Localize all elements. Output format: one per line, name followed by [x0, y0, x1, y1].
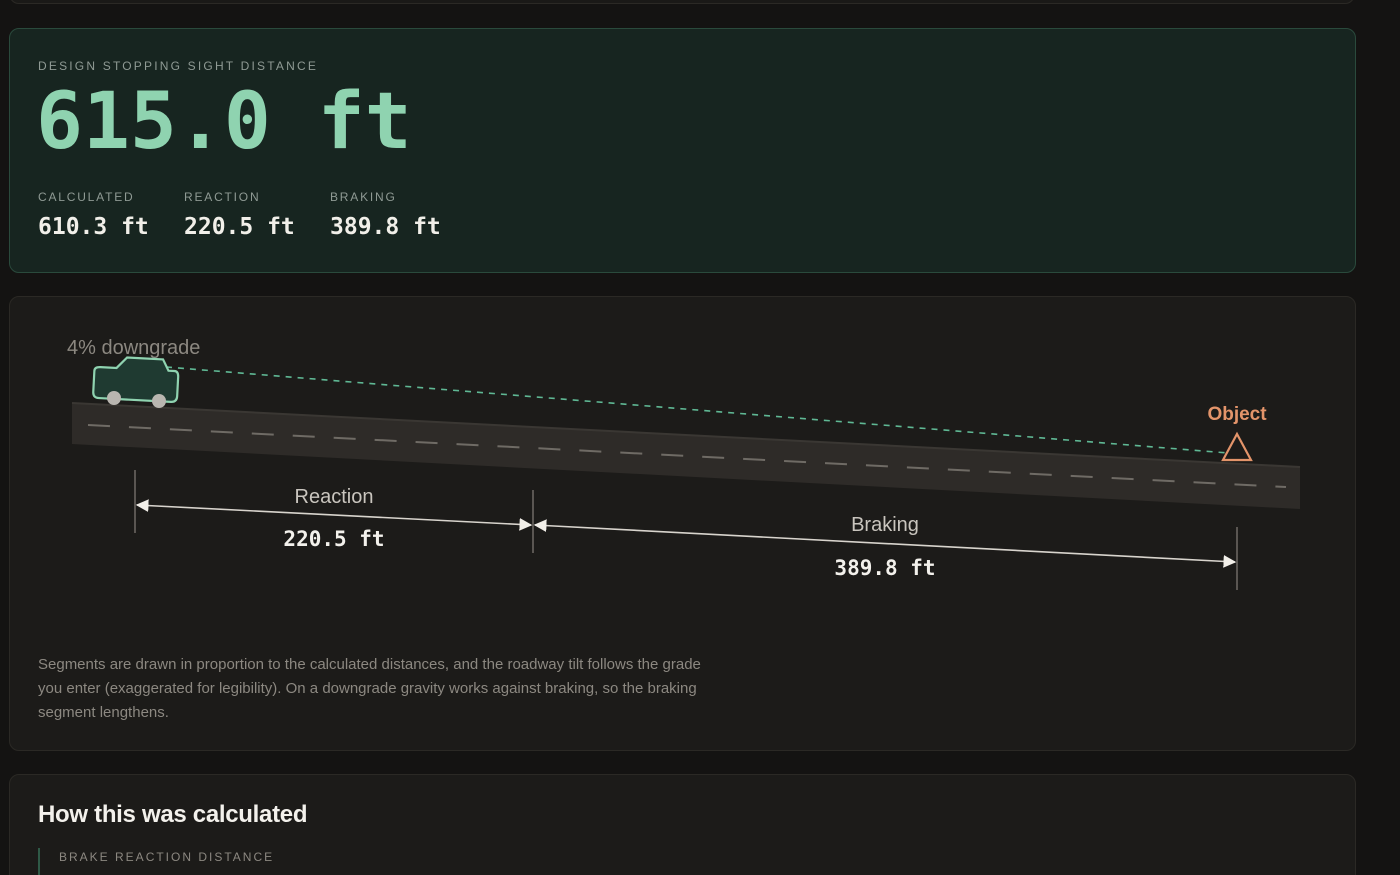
calculation-title: How this was calculated — [38, 801, 308, 828]
result-value: 615.0 ft — [36, 77, 412, 167]
metric-label: CALCULATED — [38, 190, 135, 204]
metric-value: 220.5 ft — [184, 214, 295, 240]
diagram-card: 4% downgrade Object Reaction 220.5 ft Br… — [9, 296, 1356, 751]
metric-calculated: CALCULATED 610.3 ft — [38, 190, 149, 240]
lane-centerline — [87, 424, 1287, 488]
diagram-note: Segments are drawn in proportion to the … — [38, 656, 701, 721]
reaction-label: Reaction — [295, 486, 374, 508]
metric-reaction: REACTION 220.5 ft — [184, 190, 295, 240]
metric-label: REACTION — [184, 190, 261, 204]
braking-value: 389.8 ft — [834, 556, 935, 580]
braking-dimension — [533, 519, 1237, 568]
roadway-edge — [71, 402, 1301, 468]
calculation-card: How this was calculated BRAKE REACTION D… — [9, 774, 1356, 875]
metric-label: BRAKING — [330, 190, 397, 204]
calculation-step-label: BRAKE REACTION DISTANCE — [59, 850, 275, 864]
previous-card — [9, 0, 1355, 4]
result-eyebrow: DESIGN STOPPING SIGHT DISTANCE — [38, 59, 319, 73]
reaction-value: 220.5 ft — [283, 527, 384, 551]
reaction-dimension — [135, 499, 533, 531]
calculation-step: BRAKE REACTION DISTANCE — [38, 848, 274, 875]
metric-value: 610.3 ft — [38, 214, 149, 240]
grade-label: 4% downgrade — [67, 337, 200, 359]
metric-value: 389.8 ft — [330, 214, 441, 240]
sight-line — [165, 366, 1229, 454]
metric-braking: BRAKING 389.8 ft — [330, 190, 441, 240]
car-icon — [92, 356, 180, 408]
result-card: DESIGN STOPPING SIGHT DISTANCE 615.0 ft … — [9, 28, 1356, 273]
braking-label: Braking — [851, 514, 919, 536]
object-label: Object — [1207, 404, 1267, 425]
stopping-distance-diagram: 4% downgrade Object Reaction 220.5 ft Br… — [67, 337, 1301, 590]
warning-triangle-icon — [1221, 431, 1253, 462]
roadway — [72, 403, 1300, 509]
